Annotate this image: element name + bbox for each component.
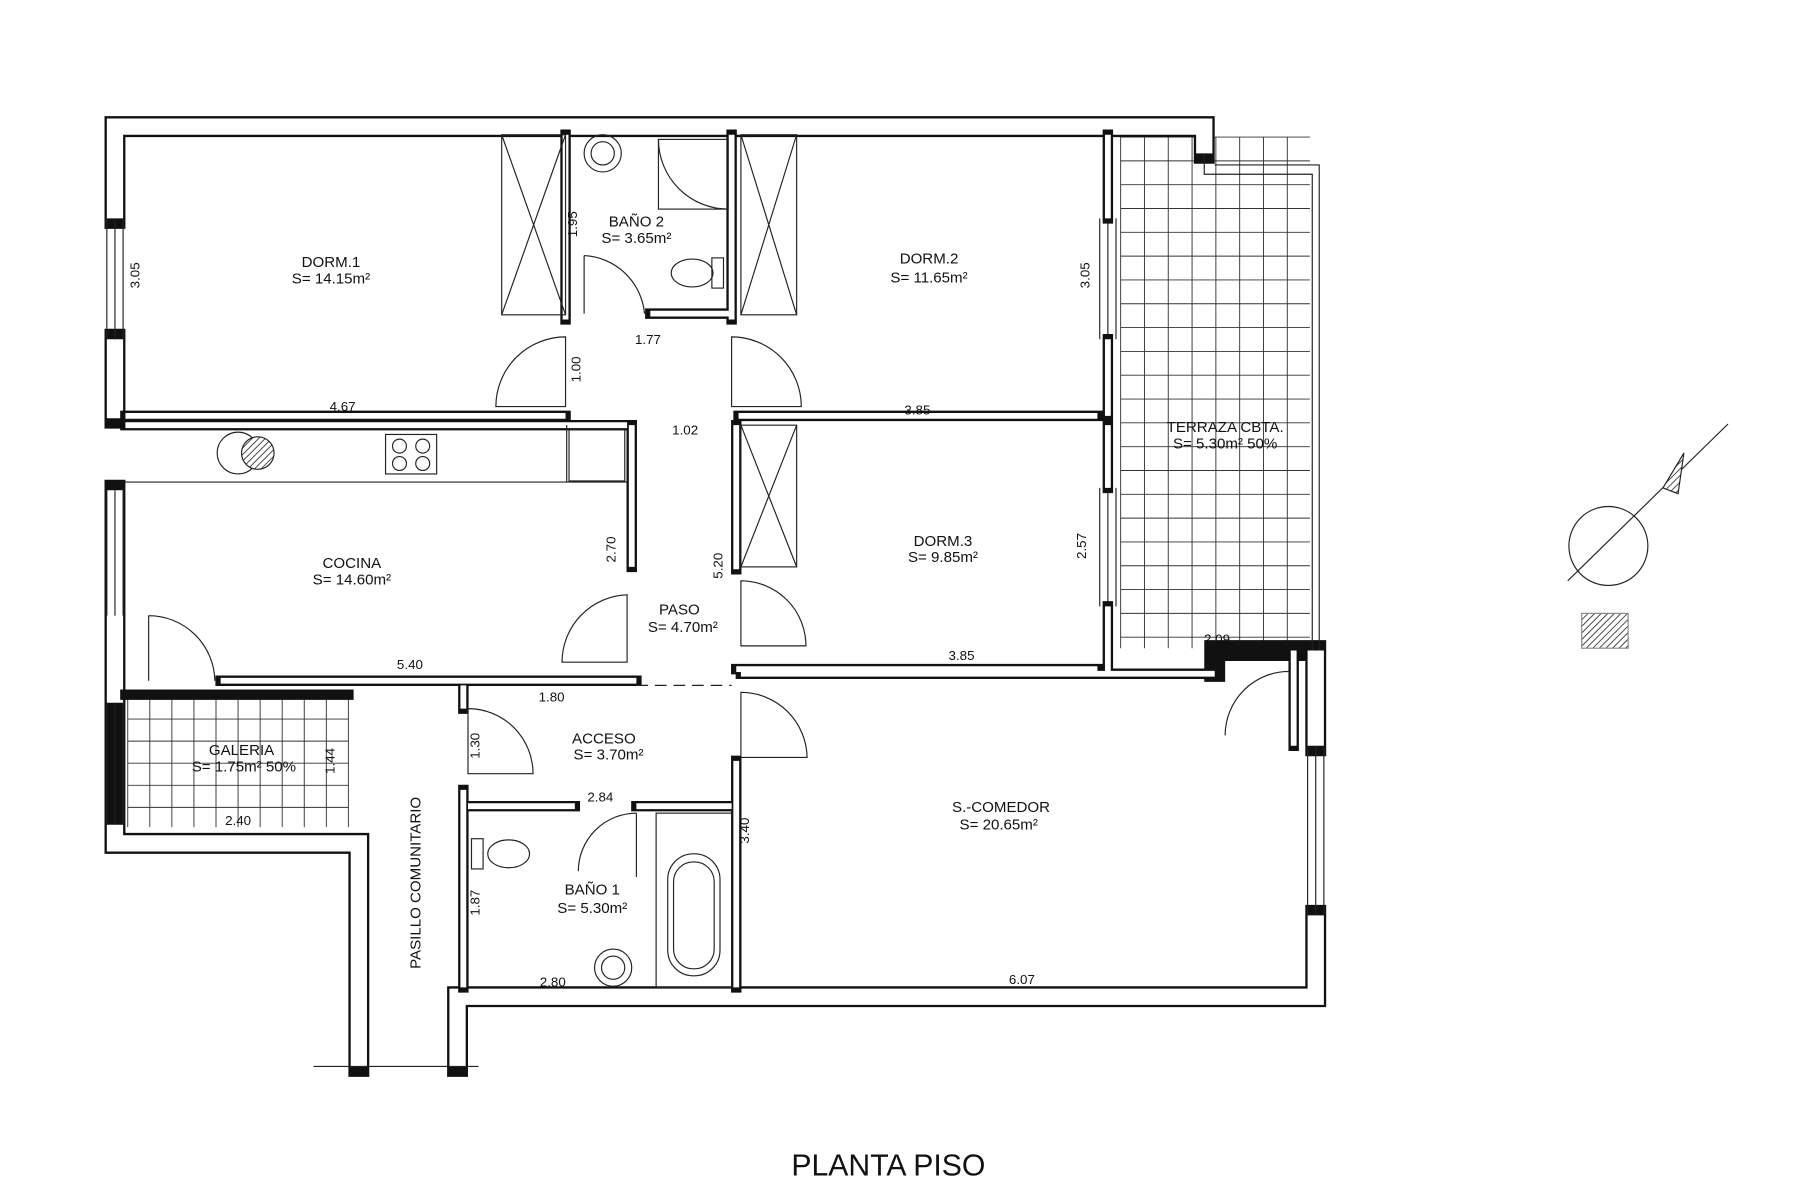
room-area: S= 14.60m² <box>313 571 391 588</box>
dimension-label: 2.70 <box>603 536 618 562</box>
exterior-walls <box>104 116 1327 1077</box>
room-area: S= 20.65m² <box>960 816 1038 833</box>
doors <box>148 254 1290 878</box>
dimension-label: 5.20 <box>710 553 725 579</box>
dimension-label: 2.80 <box>540 974 566 989</box>
dimension-label: 1.77 <box>635 332 661 347</box>
room-labels: DORM.1 S= 14.15m² BAÑO 2 S= 3.65m² DORM.… <box>192 214 1284 969</box>
fixtures <box>216 134 733 988</box>
plan-title: PLANTA PISO <box>791 1150 985 1183</box>
terrace-tiles <box>1120 136 1310 649</box>
windows <box>106 218 1325 916</box>
room-area: S= 11.65m² <box>890 269 967 286</box>
dimension-label: 1.80 <box>539 690 565 705</box>
room-name: COCINA <box>323 555 383 572</box>
dimension-label: 1.87 <box>468 890 483 916</box>
room-name: S.-COMEDOR <box>952 799 1050 816</box>
room-name: ACCESO <box>572 730 636 747</box>
room-name: BAÑO 1 <box>565 881 620 898</box>
sink-icon <box>216 431 275 475</box>
interior-walls <box>120 129 1299 993</box>
dimension-label: 3.85 <box>904 403 930 418</box>
room-area: S= 5.30m² 50% <box>1173 435 1277 452</box>
room-area: S= 3.65m² <box>601 230 671 247</box>
room-name: DORM.1 <box>302 254 361 271</box>
bathtub-icon <box>655 812 733 988</box>
dimension-label: 1.30 <box>468 733 483 759</box>
room-area: S= 5.30m² <box>557 900 627 917</box>
room-area: S= 14.15m² <box>292 270 370 287</box>
room-area: S= 1.75m² 50% <box>192 758 296 775</box>
toilet-icon <box>670 257 725 289</box>
washbasin-icon <box>583 134 622 173</box>
room-area: S= 4.70m² <box>648 619 718 636</box>
dimension-label: 3.05 <box>127 262 142 288</box>
fridge-icon <box>568 429 626 482</box>
dimension-label: 1.02 <box>672 422 698 437</box>
corridor-label: PASILLO COMUNITARIO <box>407 797 424 969</box>
stove-icon <box>384 433 438 475</box>
dimension-label: 4.67 <box>330 399 356 414</box>
dimension-label: 1.00 <box>569 356 584 382</box>
dimension-label: 2.40 <box>225 813 251 828</box>
room-area: S= 9.85m² <box>908 549 978 566</box>
dimension-label: 2.09 <box>1204 632 1230 647</box>
room-name: PASO <box>659 602 700 619</box>
dimension-label: 3.05 <box>1077 262 1092 288</box>
room-name: GALERIA <box>209 742 275 759</box>
room-name: BAÑO 2 <box>609 214 664 231</box>
room-name: TERRAZA CBTA. <box>1167 419 1284 436</box>
washbasin-icon <box>594 948 633 987</box>
dimension-label: 5.40 <box>397 657 423 672</box>
closets <box>501 134 798 568</box>
shower-icon <box>657 138 729 210</box>
dimension-label: 6.07 <box>1009 972 1035 987</box>
dimension-label: 1.95 <box>565 211 580 237</box>
north-arrow-icon <box>1567 423 1729 649</box>
dimension-label: 2.57 <box>1074 533 1089 559</box>
dimension-label: 3.40 <box>737 818 752 844</box>
toilet-icon <box>470 838 531 870</box>
room-area: S= 3.70m² <box>574 747 644 764</box>
dimension-label: 2.84 <box>587 790 614 805</box>
dimension-label: 3.85 <box>949 648 975 663</box>
dimension-labels: 3.05 1.95 1.77 1.00 4.67 3.85 1.02 3.05 … <box>127 211 1230 989</box>
room-name: DORM.2 <box>900 251 959 268</box>
room-name: DORM.3 <box>914 533 973 550</box>
dimension-label: 1.44 <box>322 747 337 774</box>
